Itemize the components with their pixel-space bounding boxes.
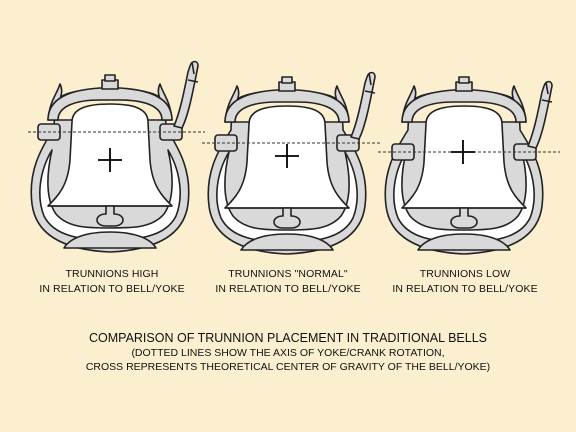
caption-trunnions-low: TRUNNIONS LOW IN RELATION TO BELL/YOKE (370, 267, 560, 297)
crown-bolt (104, 74, 116, 82)
caption-trunnions-high: TRUNNIONS HIGH IN RELATION TO BELL/YOKE (17, 267, 207, 297)
yoke-base (63, 231, 157, 249)
caption-low-line1: TRUNNIONS LOW (419, 268, 511, 280)
yoke-arch (224, 89, 350, 123)
yoke-base (417, 233, 511, 251)
center-of-gravity-cross (275, 144, 299, 168)
yoke-inner-band (216, 151, 358, 243)
center-of-gravity-cross (98, 148, 122, 172)
caption-high-line2: IN RELATION TO BELL/YOKE (39, 283, 185, 295)
yoke-arch (47, 87, 173, 121)
figure-title: COMPARISON OF TRUNNION PLACEMENT IN TRAD… (89, 331, 487, 345)
yoke-arch (401, 89, 527, 123)
clapper (450, 207, 478, 229)
crank-detail (364, 72, 376, 94)
crank-arm (527, 80, 553, 149)
clapper (96, 205, 124, 227)
caption-normal-line1: TRUNNIONS "NORMAL" (228, 268, 348, 280)
crank-arm (173, 60, 199, 129)
crank-arm (350, 71, 376, 140)
crown-bolt (458, 76, 470, 84)
caption-normal-line2: IN RELATION TO BELL/YOKE (215, 283, 361, 295)
clapper (273, 207, 301, 229)
yoke-base (240, 233, 334, 251)
crank-detail (541, 81, 553, 103)
bell-diagrams (28, 60, 560, 255)
yoke-inner-band (39, 149, 181, 241)
caption-low-line2: IN RELATION TO BELL/YOKE (392, 283, 538, 295)
crank-detail (187, 61, 199, 83)
bell-illustration-normal (207, 71, 376, 255)
bell-body (401, 105, 527, 209)
caption-high-line1: TRUNNIONS HIGH (65, 268, 159, 280)
figure-note-line1: (DOTTED LINES SHOW THE AXIS OF YOKE/CRAN… (131, 347, 445, 359)
center-of-gravity-cross (451, 140, 475, 164)
bell-illustration-high (30, 60, 199, 253)
figure-title-block: COMPARISON OF TRUNNION PLACEMENT IN TRAD… (0, 330, 576, 374)
bell-illustration-low (384, 76, 553, 255)
figure-note-line2: CROSS REPRESENTS THEORETICAL CENTER OF G… (85, 361, 491, 373)
crown-bolt (281, 76, 293, 84)
caption-trunnions-normal: TRUNNIONS "NORMAL" IN RELATION TO BELL/Y… (193, 267, 383, 297)
